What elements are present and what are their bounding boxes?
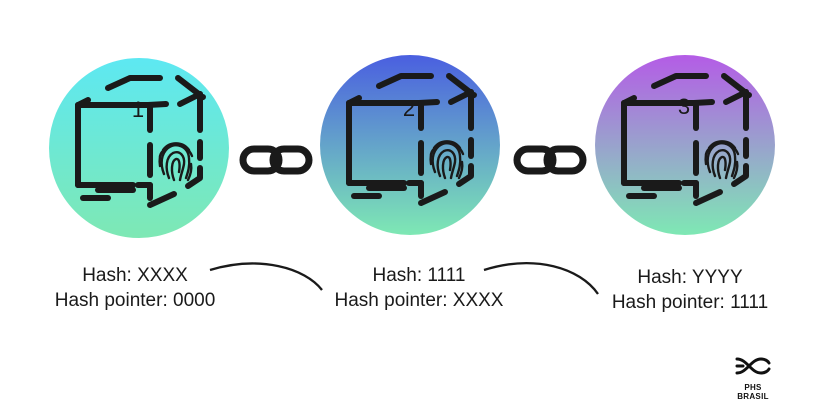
block-1: 1 <box>49 58 229 238</box>
block-1-hash: Hash: XXXX <box>82 265 188 286</box>
block-3-info: Hash: YYYY Hash pointer: 1111 <box>570 265 810 315</box>
block-2-hash: Hash: 1111 <box>372 265 466 286</box>
block-3: 3 <box>595 55 775 235</box>
block-2-number: 2 <box>403 96 415 121</box>
block-1-info: Hash: XXXX Hash pointer: 0000 <box>15 263 255 313</box>
block-3-number: 3 <box>678 94 690 119</box>
brand-name: PHS BRASIL <box>737 383 769 401</box>
block-1-hash-pointer: Hash pointer: 0000 <box>54 290 216 311</box>
chain-link-icon <box>243 149 309 171</box>
chain-link-icon <box>517 149 583 171</box>
block-2: 2 <box>320 55 500 235</box>
block-1-number: 1 <box>132 97 144 122</box>
connector-curve-2-3 <box>483 262 599 295</box>
block-2-hash-pointer: Hash pointer: XXXX <box>334 290 504 311</box>
block-3-hash: Hash: YYYY <box>637 267 743 288</box>
block-2-info: Hash: 1111 Hash pointer: XXXX <box>299 263 539 313</box>
block-3-hash-pointer: Hash pointer: 1111 <box>611 292 769 313</box>
connector-curve-1-2 <box>209 262 323 291</box>
phs-brasil-logo-icon <box>735 357 771 375</box>
